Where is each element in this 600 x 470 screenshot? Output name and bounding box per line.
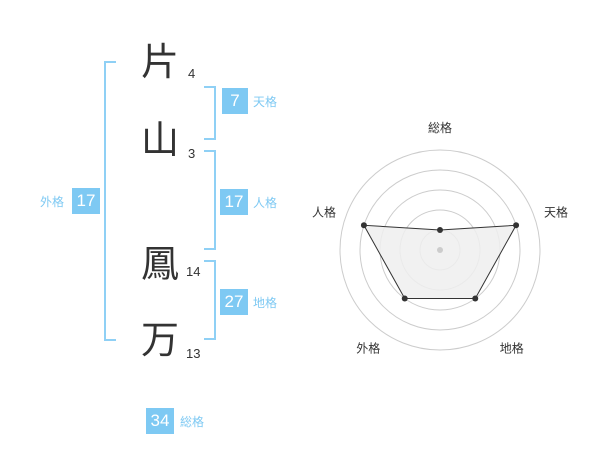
tenkaku-bracket xyxy=(204,86,216,140)
soukaku-score: 34 xyxy=(146,408,174,434)
jinkaku-score: 17 xyxy=(220,189,248,215)
radar-grid-ring xyxy=(339,149,541,351)
chikaku-label: 地格 xyxy=(253,296,278,310)
radar-point-1 xyxy=(437,227,443,233)
radar-grid-ring xyxy=(359,169,521,331)
radar-center-dot xyxy=(437,247,443,253)
stroke-count-1: 4 xyxy=(188,66,196,81)
stroke-count-3: 14 xyxy=(186,264,201,279)
chikaku-score: 27 xyxy=(220,289,248,315)
radar-axis-label-1: 総格 xyxy=(428,120,452,135)
name-char-4: 万 xyxy=(140,318,179,362)
radar-point-2 xyxy=(513,222,520,229)
chikaku-bracket xyxy=(204,260,216,340)
name-char-2: 山 xyxy=(140,118,179,162)
name-char-1: 片 xyxy=(140,40,179,84)
radar-polygon xyxy=(363,224,517,300)
tenkaku-label: 天格 xyxy=(253,95,278,109)
radar-point-5 xyxy=(360,222,367,229)
gaikaku-score: 17 xyxy=(72,188,100,214)
gaikaku-label: 外格 xyxy=(40,195,65,209)
tenkaku-score: 7 xyxy=(222,88,248,114)
stroke-count-4: 13 xyxy=(186,346,201,361)
radar-axis-label-3: 地格 xyxy=(500,341,524,356)
stroke-count-2: 3 xyxy=(188,146,196,161)
radar-axis-label-4: 外格 xyxy=(356,341,380,356)
radar-axis-label-5: 人格 xyxy=(312,204,336,219)
jinkaku-label: 人格 xyxy=(253,196,278,210)
name-char-3: 鳳 xyxy=(140,242,179,286)
soukaku-label: 総格 xyxy=(180,415,205,429)
radar-axis-label-2: 天格 xyxy=(544,204,568,219)
radar-point-3 xyxy=(472,295,479,302)
gaikaku-bracket xyxy=(104,61,116,341)
jinkaku-bracket xyxy=(204,150,216,250)
radar-point-4 xyxy=(401,295,408,302)
